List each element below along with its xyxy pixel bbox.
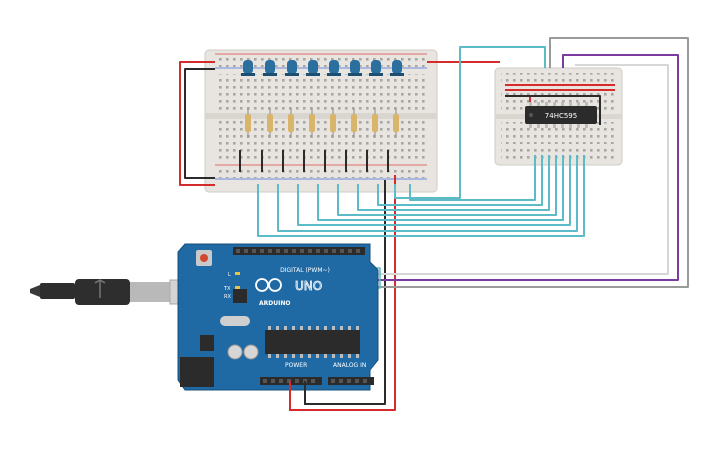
chip-label: 74HC595 bbox=[545, 112, 577, 120]
arduino-uno-board[interactable]: DIGITAL (PWM~) L TX RX ARDUINO UNO bbox=[177, 243, 379, 391]
arduino-power-wires bbox=[289, 381, 395, 411]
atmega-chip bbox=[265, 330, 360, 354]
led bbox=[369, 60, 383, 76]
digital-label: DIGITAL (PWM~) bbox=[280, 267, 330, 274]
analog-label: ANALOG IN bbox=[333, 362, 366, 369]
usb-icon bbox=[94, 279, 106, 298]
rx-led-label: RX bbox=[224, 294, 231, 300]
led bbox=[263, 60, 277, 76]
resistor-row bbox=[245, 108, 399, 138]
led bbox=[241, 60, 255, 76]
led bbox=[306, 60, 320, 76]
resistor bbox=[330, 108, 336, 138]
led bbox=[348, 60, 362, 76]
brand-label: ARDUINO bbox=[259, 300, 290, 307]
l-led-label: L bbox=[228, 272, 231, 278]
led bbox=[390, 60, 404, 76]
resistor bbox=[288, 108, 294, 138]
tx-led-label: TX bbox=[223, 286, 231, 292]
led bbox=[285, 60, 299, 76]
resistor bbox=[393, 108, 399, 138]
resistor bbox=[309, 108, 315, 138]
resistor bbox=[351, 108, 357, 138]
power-jack bbox=[180, 357, 214, 387]
model-label: UNO bbox=[295, 279, 322, 293]
resistor bbox=[267, 108, 273, 138]
digital-header[interactable] bbox=[233, 247, 365, 255]
led-row bbox=[241, 60, 404, 76]
power-label: POWER bbox=[285, 362, 307, 369]
resistor bbox=[245, 108, 251, 138]
led bbox=[327, 60, 341, 76]
ground-jumpers bbox=[239, 150, 389, 172]
resistor bbox=[372, 108, 378, 138]
arduino-logo bbox=[255, 278, 282, 292]
shift-register-chip[interactable]: 74HC595 bbox=[525, 102, 597, 128]
